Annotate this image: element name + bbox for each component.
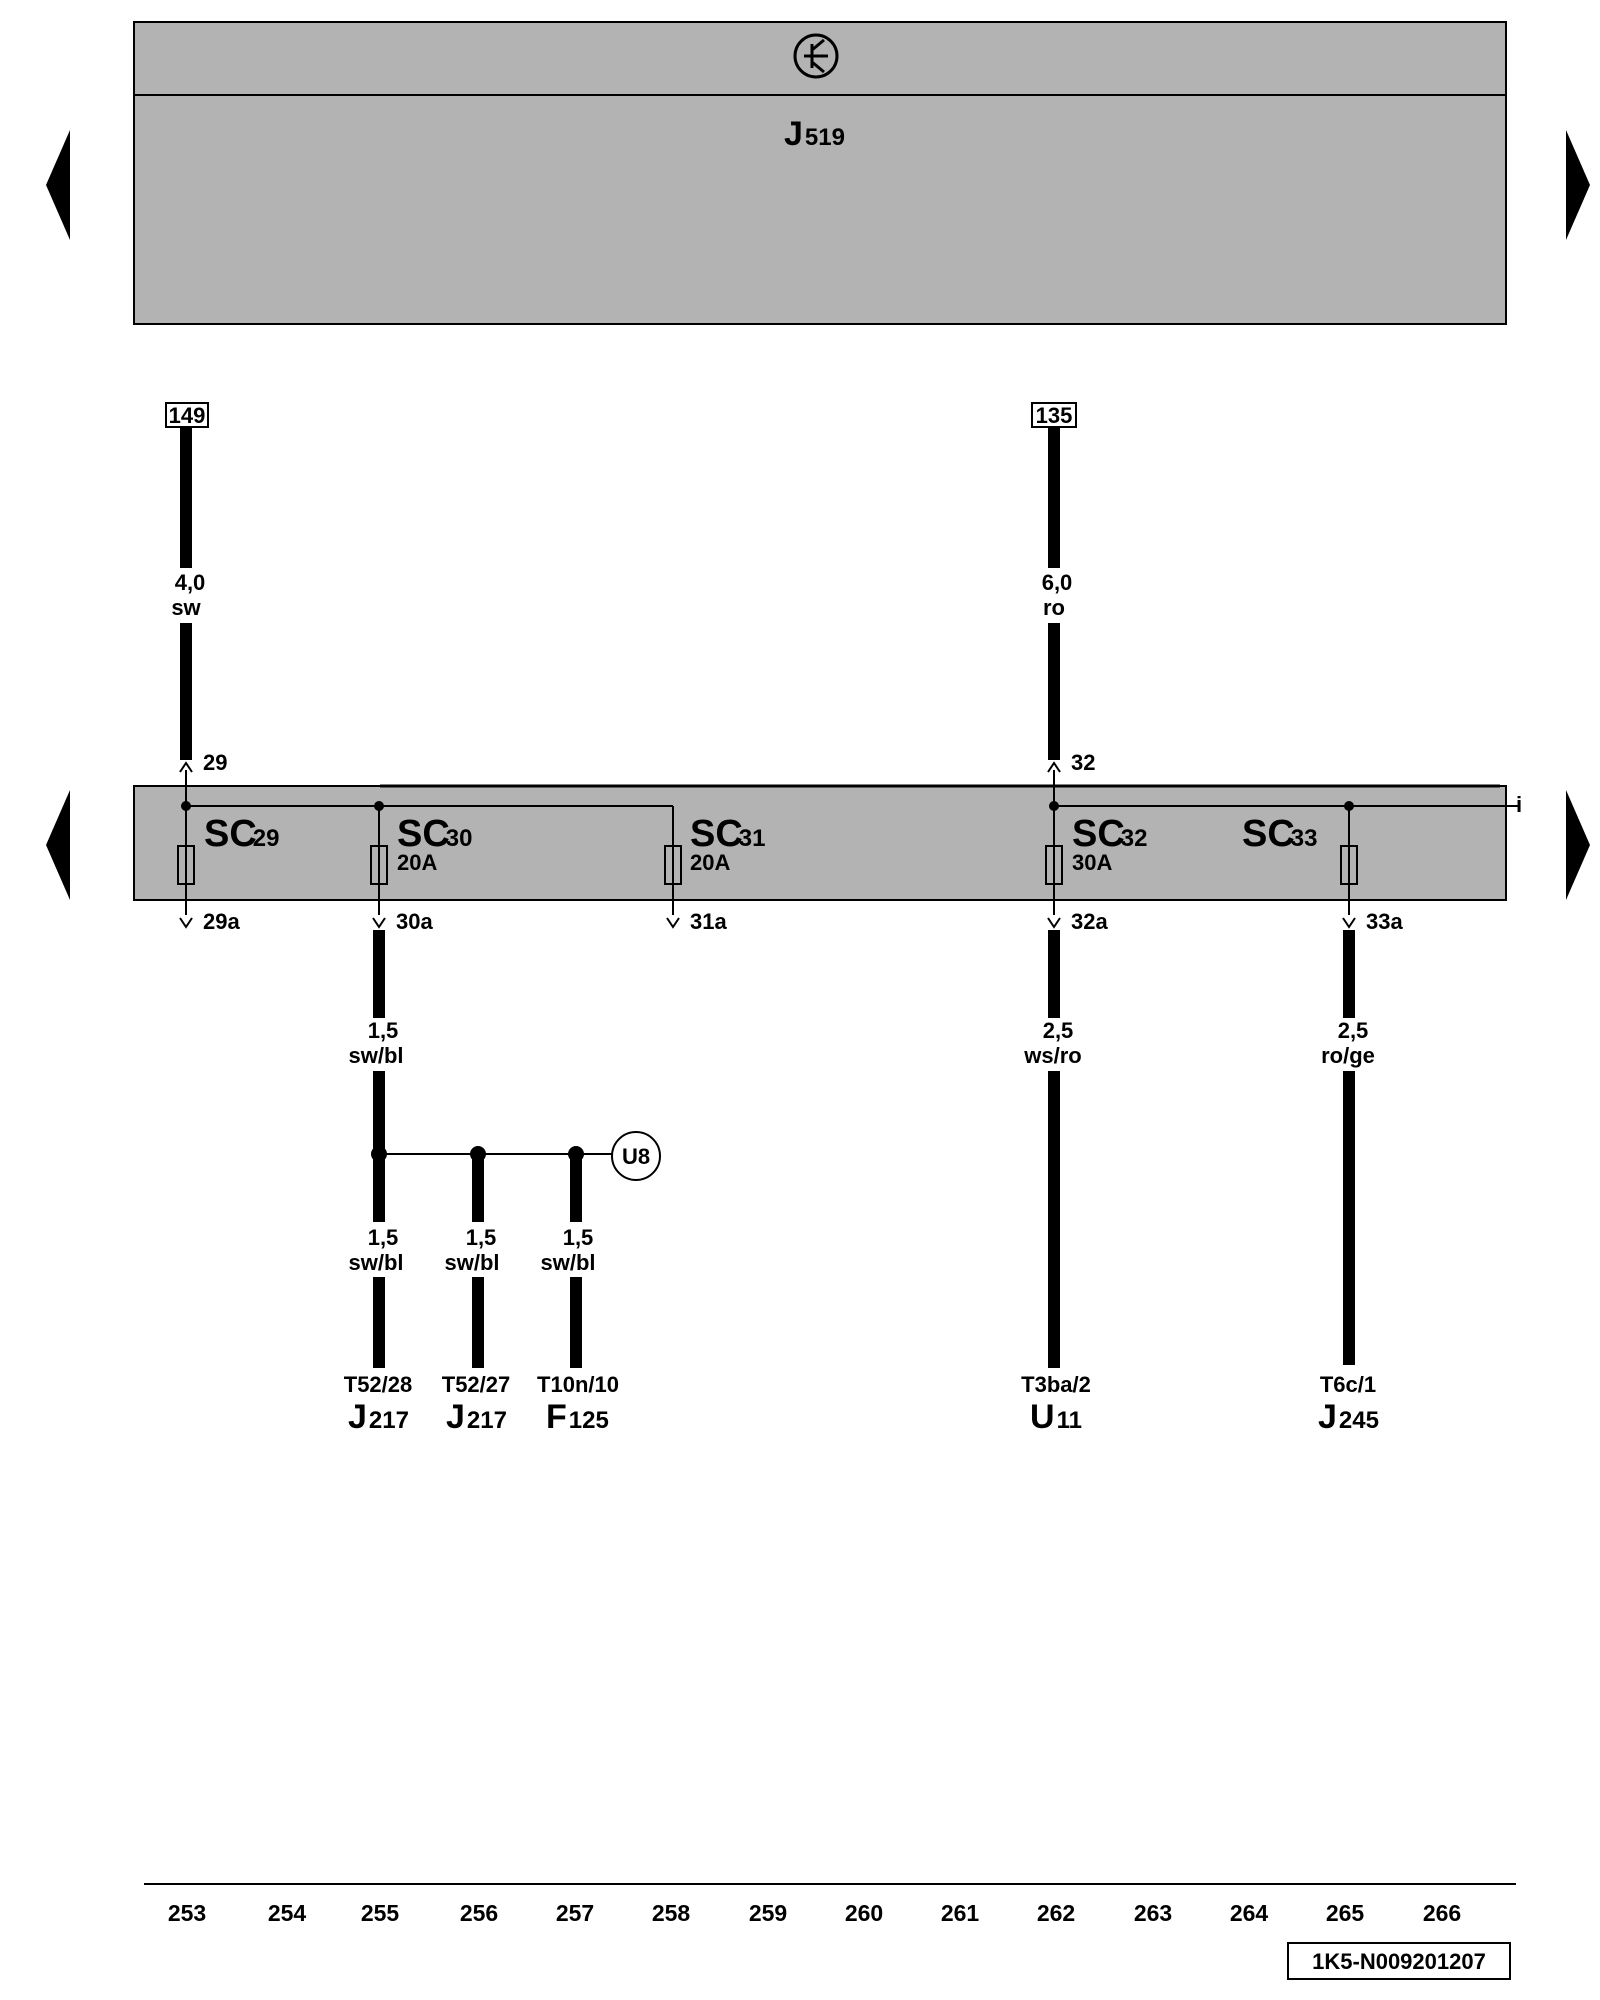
svg-text:30A: 30A — [1072, 850, 1112, 875]
svg-text:sw/bl: sw/bl — [540, 1250, 595, 1275]
svg-text:20A: 20A — [397, 850, 437, 875]
svg-text:1K5-N009201207: 1K5-N009201207 — [1312, 1949, 1486, 1974]
branch-wire-t10n-10: 1,5 sw/bl T10n/10 F125 — [537, 1154, 619, 1436]
fuse-sc32: SC32 30A — [1045, 770, 1148, 915]
fuse-sc30: SC30 20A — [370, 801, 473, 915]
svg-text:149: 149 — [169, 403, 206, 428]
output-wire-30a: 30a 1,5 sw/bl — [348, 909, 433, 1155]
fuse-sc31: SC31 20A — [664, 813, 766, 915]
track-number: 266 — [1423, 1900, 1461, 1926]
svg-text:1,5: 1,5 — [368, 1018, 399, 1043]
svg-text:SC30: SC30 — [397, 813, 473, 855]
track-number: 257 — [556, 1900, 594, 1926]
track-number: 253 — [168, 1900, 206, 1926]
svg-text:J217: J217 — [446, 1398, 507, 1436]
fuse-sc33: SC33 — [1242, 801, 1358, 915]
svg-text:SC32: SC32 — [1072, 813, 1148, 855]
svg-text:ro: ro — [1043, 595, 1065, 620]
track-number: 259 — [749, 1900, 787, 1926]
svg-text:U8: U8 — [622, 1144, 650, 1169]
svg-text:F125: F125 — [546, 1398, 609, 1436]
track-number: 263 — [1134, 1900, 1172, 1926]
track-number: 260 — [845, 1900, 883, 1926]
svg-text:4,0: 4,0 — [175, 570, 206, 595]
svg-text:ws/ro: ws/ro — [1023, 1043, 1081, 1068]
fuse-block-edge-mark: i — [1516, 792, 1522, 817]
svg-text:ro/ge: ro/ge — [1321, 1043, 1375, 1068]
track-number: 255 — [361, 1900, 400, 1926]
input-wire-149: 149 4,0 sw 29 — [165, 402, 227, 775]
output-pin-29a: 29a — [179, 909, 240, 934]
svg-text:sw/bl: sw/bl — [444, 1250, 499, 1275]
svg-text:135: 135 — [1036, 403, 1073, 428]
track-number: 256 — [460, 1900, 498, 1926]
svg-text:U11: U11 — [1030, 1398, 1082, 1436]
module-j519-box — [133, 21, 1507, 325]
svg-text:sw: sw — [171, 595, 201, 620]
svg-text:2,5: 2,5 — [1338, 1018, 1369, 1043]
svg-text:T10n/10: T10n/10 — [537, 1372, 619, 1397]
prev-page-arrow-top[interactable] — [46, 130, 70, 240]
svg-text:SC33: SC33 — [1242, 813, 1318, 855]
next-page-arrow-bottom[interactable] — [1566, 790, 1590, 900]
output-wire-32a: 32a 2,5 ws/ro T3ba/2 U11 — [1021, 909, 1108, 1436]
svg-text:J245: J245 — [1318, 1398, 1379, 1436]
svg-text:2,5: 2,5 — [1043, 1018, 1074, 1043]
svg-text:20A: 20A — [690, 850, 730, 875]
branch-wire-t52-27: 1,5 sw/bl T52/27 J217 — [442, 1154, 511, 1436]
splice-u8-connector: U8 — [611, 1131, 661, 1181]
output-wire-33a: 33a 2,5 ro/ge T6c/1 J245 — [1318, 909, 1403, 1436]
svg-text:J217: J217 — [348, 1398, 409, 1436]
output-pin-31a: 31a — [666, 909, 727, 934]
track-number: 254 — [268, 1900, 307, 1926]
svg-text:T52/27: T52/27 — [442, 1372, 511, 1397]
svg-text:T3ba/2: T3ba/2 — [1021, 1372, 1091, 1397]
svg-text:6,0: 6,0 — [1042, 570, 1073, 595]
svg-text:1,5: 1,5 — [466, 1225, 497, 1250]
svg-text:1,5: 1,5 — [563, 1225, 594, 1250]
track-number: 262 — [1037, 1900, 1075, 1926]
track-number: 261 — [941, 1900, 980, 1926]
svg-text:29a: 29a — [203, 909, 240, 934]
track-numbers: 253 254 255 256 257 258 259 260 261 262 … — [168, 1900, 1461, 1926]
module-label: J519 — [784, 115, 845, 153]
svg-text:SC29: SC29 — [204, 813, 280, 855]
svg-text:SC31: SC31 — [690, 813, 766, 855]
svg-text:29: 29 — [203, 750, 227, 775]
document-id-box: 1K5-N009201207 — [1287, 1942, 1511, 1980]
svg-text:33a: 33a — [1366, 909, 1403, 934]
svg-text:sw/bl: sw/bl — [348, 1250, 403, 1275]
track-number: 258 — [652, 1900, 691, 1926]
svg-text:sw/bl: sw/bl — [348, 1043, 403, 1068]
track-number: 265 — [1326, 1900, 1365, 1926]
svg-text:32: 32 — [1071, 750, 1095, 775]
svg-text:1,5: 1,5 — [368, 1225, 399, 1250]
prev-page-arrow-bottom[interactable] — [46, 790, 70, 900]
next-page-arrow-top[interactable] — [1566, 130, 1590, 240]
branch-wire-t52-28: 1,5 sw/bl T52/28 J217 — [344, 1154, 413, 1436]
svg-text:T52/28: T52/28 — [344, 1372, 413, 1397]
svg-text:31a: 31a — [690, 909, 727, 934]
transistor-symbol-icon — [793, 33, 839, 79]
svg-text:32a: 32a — [1071, 909, 1108, 934]
svg-text:T6c/1: T6c/1 — [1320, 1372, 1376, 1397]
svg-text:30a: 30a — [396, 909, 433, 934]
input-wire-135: 135 6,0 ro 32 — [1031, 402, 1095, 775]
fuse-sc29: SC29 — [177, 770, 280, 915]
track-number: 264 — [1230, 1900, 1269, 1926]
